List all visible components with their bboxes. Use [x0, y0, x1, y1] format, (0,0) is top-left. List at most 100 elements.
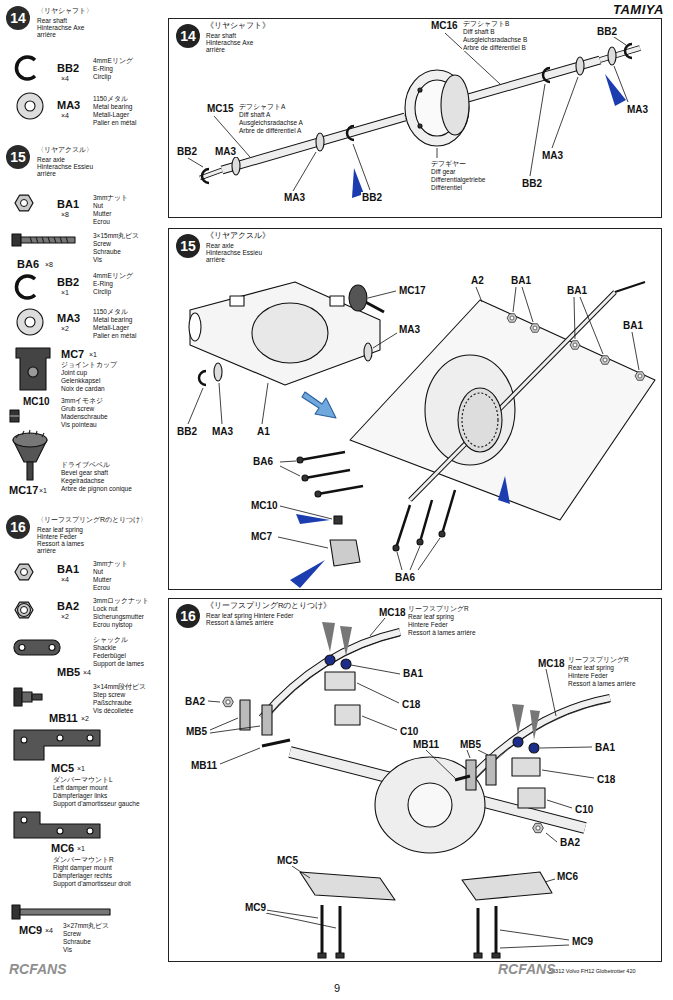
leaf-spring-illustration — [220, 748, 260, 764]
rear-axle-illustration — [574, 297, 575, 339]
part-number: BA6 — [252, 456, 274, 467]
leaf-spring-illustration — [492, 953, 500, 958]
part-description: Palier en métal — [92, 119, 137, 126]
leaf-spring-illustration — [208, 618, 610, 958]
step-number-circle: 14 — [176, 24, 200, 48]
screw-icon — [30, 237, 68, 243]
washer-icon — [17, 93, 43, 119]
shackle-icon — [14, 640, 60, 655]
damper-mount-icon — [14, 812, 100, 838]
part-number: BB2 — [176, 146, 198, 157]
grub-screw-icon — [10, 410, 19, 422]
quantity: ×4 — [60, 75, 70, 83]
part-number: BA1 — [402, 668, 424, 679]
step-title: 〈リーフスプリングRのとりつけ〉 — [36, 516, 148, 524]
leaf-spring-illustration — [266, 636, 400, 720]
rear-shaft-illustration — [293, 152, 316, 191]
bevel-gear-icon — [27, 462, 33, 480]
quantity: ×4 — [44, 927, 54, 935]
damper-mount-icon — [14, 730, 100, 760]
e-ring-icon — [16, 57, 35, 79]
leaf-spring-illustration — [240, 700, 250, 730]
part-description: Arbre de pignon conique — [60, 485, 133, 492]
rear-axle-illustration — [330, 540, 360, 566]
joint-cup-icon — [16, 348, 50, 390]
leaf-spring-illustration — [223, 697, 234, 706]
part-description: ドライブベベル — [60, 461, 111, 468]
lock-nut-icon — [18, 604, 31, 617]
leaf-spring-illustration — [370, 618, 385, 636]
rear-axle-illustration — [635, 372, 645, 381]
brand-logo: TAMIYA — [612, 3, 665, 17]
rear-axle-illustration — [296, 514, 330, 524]
rear-axle-illustration — [297, 457, 445, 551]
part-number: BB2 — [56, 276, 80, 288]
part-description: 1150メタル — [92, 308, 129, 315]
part-number: BA6 — [394, 572, 416, 583]
leaf-spring-illustration — [474, 953, 482, 958]
rear-axle-illustration — [530, 324, 540, 333]
part-number: BA1 — [56, 563, 80, 575]
leaf-spring-illustration — [467, 750, 470, 758]
part-description: Lock nut — [92, 605, 119, 612]
quantity: ×2 — [60, 325, 70, 333]
step-number: 15 — [176, 234, 200, 258]
rear-axle-illustration — [214, 363, 222, 381]
part-description: Madenschraube — [60, 413, 109, 420]
joint-cup-icon — [16, 348, 50, 390]
step-title: 〈リヤシャフト〉 — [36, 7, 94, 15]
part-description: デフシャフトB — [462, 20, 510, 27]
rear-axle-illustration — [458, 388, 502, 452]
grub-screw-icon — [10, 410, 19, 422]
rear-axle-illustration — [396, 505, 410, 548]
leaf-spring-illustration — [292, 866, 310, 878]
rear-axle-illustration — [188, 287, 639, 570]
part-description: Schraube — [62, 938, 92, 945]
part-description: 3mmイモネジ — [60, 397, 104, 404]
part-description: Diff gear — [430, 168, 456, 175]
rear-shaft-illustration — [232, 157, 240, 175]
part-number: MC15 — [206, 103, 235, 114]
rear-shaft-illustration — [530, 84, 545, 176]
leaf-spring-illustration — [530, 710, 540, 740]
leaf-spring-illustration — [546, 669, 556, 716]
step-header: 14〈リヤシャフト〉Rear shaft Hinterachse Axe arr… — [6, 6, 102, 41]
part-description: 3mmロックナット — [92, 597, 150, 604]
rear-axle-illustration — [417, 539, 423, 545]
part-description: シャックル — [92, 636, 129, 643]
rear-shaft-illustration — [543, 68, 550, 82]
damper-mount-icon — [14, 812, 100, 838]
leaf-spring-illustration — [322, 905, 496, 954]
part-number: MA3 — [211, 426, 234, 437]
rear-shaft-illustration — [418, 124, 422, 128]
rear-axle-illustration — [305, 470, 350, 478]
leaf-spring-illustration — [339, 906, 342, 954]
shackle-icon — [49, 645, 55, 651]
part-description: Ecrou — [92, 218, 111, 225]
rear-shaft-illustration — [605, 74, 626, 106]
screw-icon — [21, 237, 75, 243]
rear-axle-illustration — [410, 292, 615, 500]
long-screw-icon — [12, 905, 110, 919]
quantity: ×8 — [44, 261, 54, 269]
part-description: 1150メタル — [92, 95, 129, 102]
part-description: ダンパーマウントR — [52, 856, 115, 863]
part-description: Ecrou nylstop — [92, 621, 133, 628]
leaf-spring-illustration — [426, 750, 455, 778]
part-number: MC9 — [18, 924, 43, 936]
leaf-spring-illustration — [452, 698, 610, 800]
step-header: 15〈リヤアクスル〉Rear axle Hinterachse Essieu a… — [6, 145, 102, 180]
rear-axle-illustration — [349, 285, 367, 311]
part-description: Shackle — [92, 644, 117, 651]
rear-shaft-illustration — [202, 169, 209, 183]
step-number: 14 — [176, 24, 200, 48]
part-description: Ressort à lames arrière — [407, 629, 477, 636]
leaf-spring-illustration — [318, 953, 500, 958]
part-description: Screw — [62, 930, 82, 937]
quantity: ×1 — [76, 765, 86, 773]
part-description: Support d'amortisseur gauche — [52, 800, 141, 807]
part-number: MC17 — [8, 484, 39, 496]
part-description: デフシャフトA — [238, 103, 286, 110]
part-description: Nut — [92, 568, 104, 575]
part-description: Support de lames — [92, 660, 145, 667]
